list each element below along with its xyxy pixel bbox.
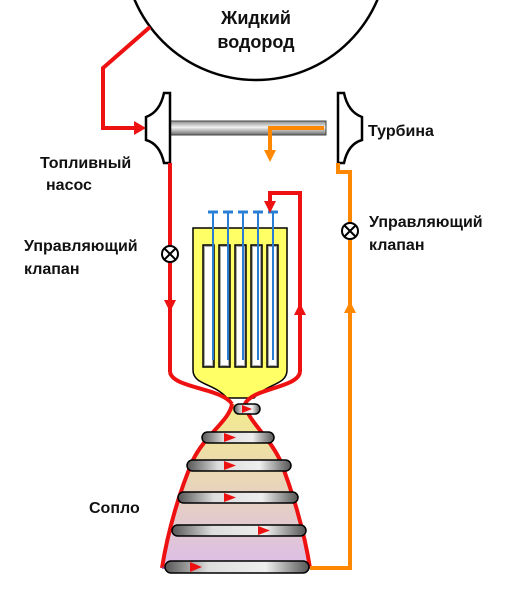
control-valve-left-label-line2: клапан <box>24 261 80 278</box>
flow-arrow-icon <box>134 121 146 135</box>
tank-label-line2: водород <box>217 32 295 52</box>
control-valve-left-label-line1: Управляющий <box>24 238 138 255</box>
coolant-feed-line-left <box>164 163 176 372</box>
fuel-elements <box>202 244 279 368</box>
nozzle <box>160 403 312 574</box>
flow-arrow-icon <box>190 405 270 572</box>
flow-arrow-icon <box>164 300 176 312</box>
flow-arrow-icon <box>264 150 276 162</box>
fuel-pump <box>144 91 172 165</box>
flow-arrow-icon <box>344 301 356 313</box>
coolant-return-line <box>264 191 306 372</box>
hydrogen-tank: Жидкий водород <box>133 0 379 82</box>
fuel-pump-label-line1: Топливный <box>40 155 131 172</box>
turbine-exhaust-line <box>264 126 324 162</box>
valve-icon <box>341 222 359 240</box>
control-valve-right-label-line2: клапан <box>369 237 425 254</box>
reactor-core <box>168 210 302 406</box>
turbine-drive-line <box>310 163 356 570</box>
turbine-label: Турбина <box>368 123 434 140</box>
nozzle-label: Сопло <box>89 500 140 517</box>
control-valve-right-label-line1: Управляющий <box>369 214 483 231</box>
flow-arrow-icon <box>294 303 306 315</box>
fuel-pump-label-line2: насос <box>46 177 92 194</box>
valve-icon <box>161 245 179 263</box>
control-rods <box>208 210 278 360</box>
tank-feed-line <box>101 25 152 135</box>
turbine <box>336 91 364 165</box>
flow-arrow-icon <box>264 201 276 213</box>
tank-label-line1: Жидкий <box>220 8 291 28</box>
